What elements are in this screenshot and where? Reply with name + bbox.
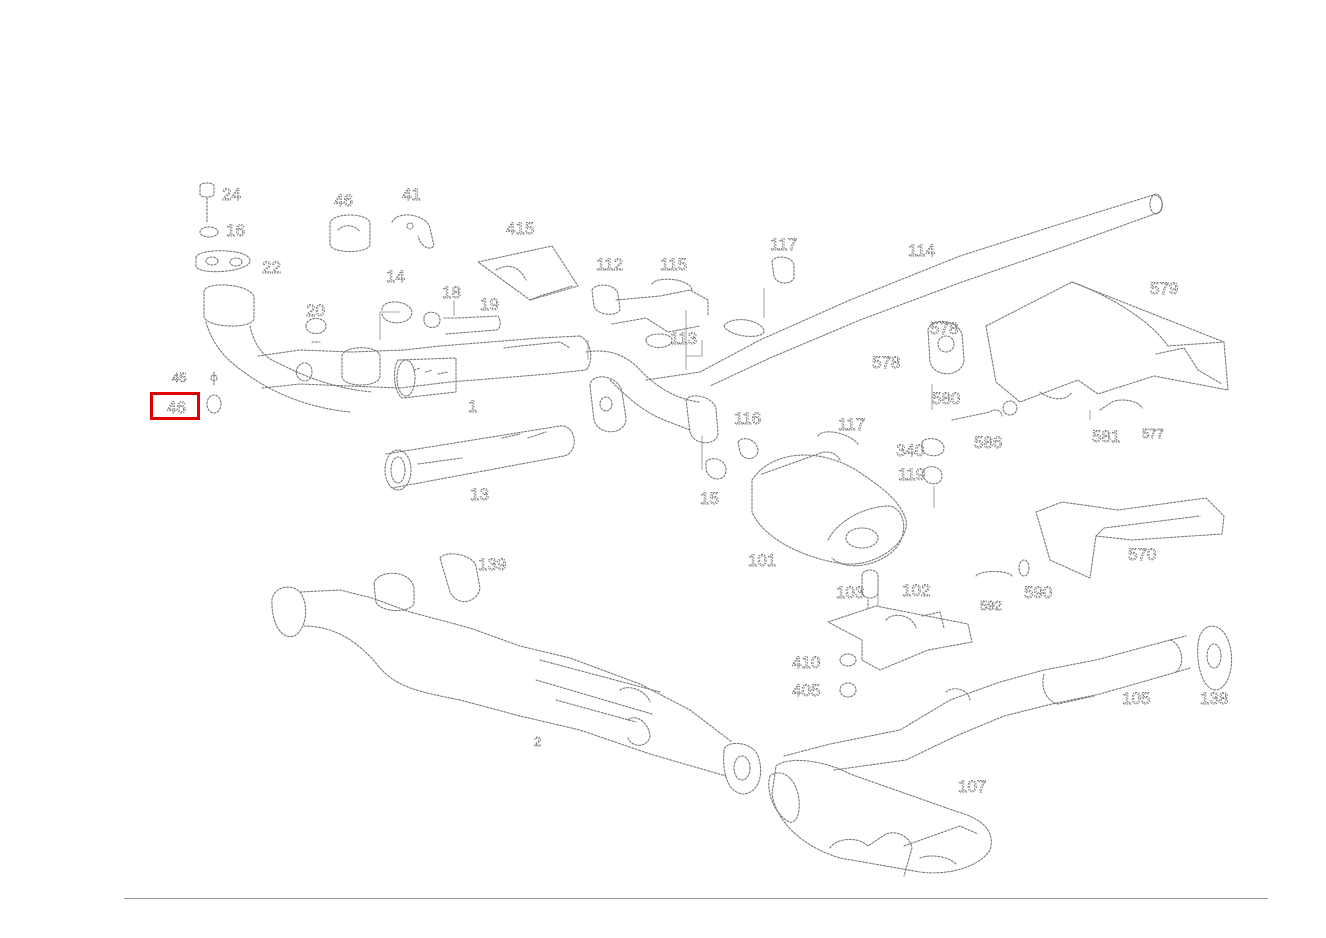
- part-front-pipe-1: [257, 317, 592, 389]
- callout-579-top: 579: [1150, 279, 1178, 298]
- callout-16: 16: [226, 221, 245, 240]
- callout-46-top: 46: [334, 191, 353, 210]
- callout-114: 114: [908, 241, 935, 260]
- part-rear-pipe-105: [783, 635, 1191, 771]
- callout-105: 105: [1122, 689, 1150, 708]
- part-bracket-102: [827, 605, 973, 671]
- part-center-muffler-101: [751, 431, 907, 567]
- callout-580: 580: [932, 389, 960, 408]
- part-nut-16: [199, 226, 219, 238]
- callout-20: 20: [306, 301, 325, 320]
- part-bolts-18-19: [381, 301, 571, 349]
- part-coupling-15: [685, 395, 759, 480]
- callout-405: 405: [792, 681, 820, 700]
- part-heat-shield-577: [985, 281, 1229, 403]
- part-clamp-46: [329, 214, 371, 253]
- part-bolts-590-592: [975, 559, 1030, 577]
- callout-119: 119: [898, 465, 925, 484]
- callout-1: 1: [468, 397, 477, 416]
- callout-14: 14: [386, 267, 405, 286]
- callout-102: 102: [902, 581, 930, 600]
- part-bolts-410-405: [839, 653, 857, 698]
- part-bolt-119: [861, 569, 879, 609]
- part-bracket-415: [477, 245, 579, 301]
- leader-lines: [379, 288, 1091, 606]
- callout-24: 24: [222, 185, 241, 204]
- callout-581: 581: [1092, 427, 1120, 446]
- callout-115: 115: [660, 255, 687, 274]
- callout-586: 586: [974, 433, 1002, 452]
- callout-117-top: 117: [770, 235, 797, 254]
- part-sleeve-13-upper: [341, 347, 457, 399]
- part-flange-pipe: [203, 284, 373, 413]
- callout-139: 139: [478, 555, 506, 574]
- callout-107: 107: [958, 777, 986, 796]
- part-sleeve-13-lower: [384, 425, 575, 491]
- callout-410: 410: [792, 653, 820, 672]
- callout-340: 340: [896, 441, 924, 460]
- callout-15: 15: [700, 489, 719, 508]
- part-clamp-112: [591, 278, 709, 349]
- part-flange-138: [1197, 625, 1233, 691]
- callout-113: 113: [670, 329, 697, 348]
- callout-112: 112: [596, 255, 623, 274]
- part-intermediate-pipe: [585, 193, 1163, 431]
- part-front-catalyst-pipe-2: [271, 553, 762, 795]
- part-clamp-41: [391, 214, 435, 249]
- callout-labels: 24 16 22 46 41 415 14 18 19 20 45 1 13 1…: [172, 185, 1229, 797]
- callout-577: 577: [1142, 426, 1164, 441]
- part-gasket-22: [195, 250, 251, 273]
- callout-18: 18: [442, 283, 461, 302]
- callout-116: 116: [734, 409, 761, 428]
- part-bolts-580-586: [951, 399, 1143, 421]
- part-stud-24: [199, 182, 215, 223]
- callout-2: 2: [534, 734, 541, 749]
- callout-103: 103: [836, 583, 864, 602]
- part-bolt-46-left: [206, 371, 222, 414]
- callout-45: 45: [172, 370, 186, 385]
- callout-101: 101: [748, 551, 776, 570]
- part-hanger-center: [589, 376, 627, 433]
- part-heat-shield-579: [1035, 497, 1225, 579]
- part-grommet-578: [927, 320, 965, 375]
- callout-138: 138: [1200, 689, 1228, 708]
- callout-590: 590: [1024, 583, 1052, 602]
- callout-13: 13: [470, 485, 489, 504]
- callout-41: 41: [402, 185, 421, 204]
- callout-592: 592: [980, 598, 1002, 613]
- part-hanger-117-top: [723, 256, 795, 337]
- callout-46-highlighted: 46: [167, 398, 186, 417]
- selected-part-highlight[interactable]: 46: [150, 392, 200, 420]
- callout-117-center: 117: [838, 415, 865, 434]
- callout-570: 570: [1128, 545, 1156, 564]
- footer-divider: [124, 898, 1268, 899]
- callout-19: 19: [480, 295, 499, 314]
- part-hangers-340: [921, 438, 945, 508]
- callout-415: 415: [506, 219, 534, 238]
- callout-578-top: 578: [930, 319, 958, 338]
- callout-22: 22: [262, 258, 281, 277]
- part-rear-muffler-107: [768, 759, 992, 877]
- callout-578-left: 578: [872, 353, 900, 372]
